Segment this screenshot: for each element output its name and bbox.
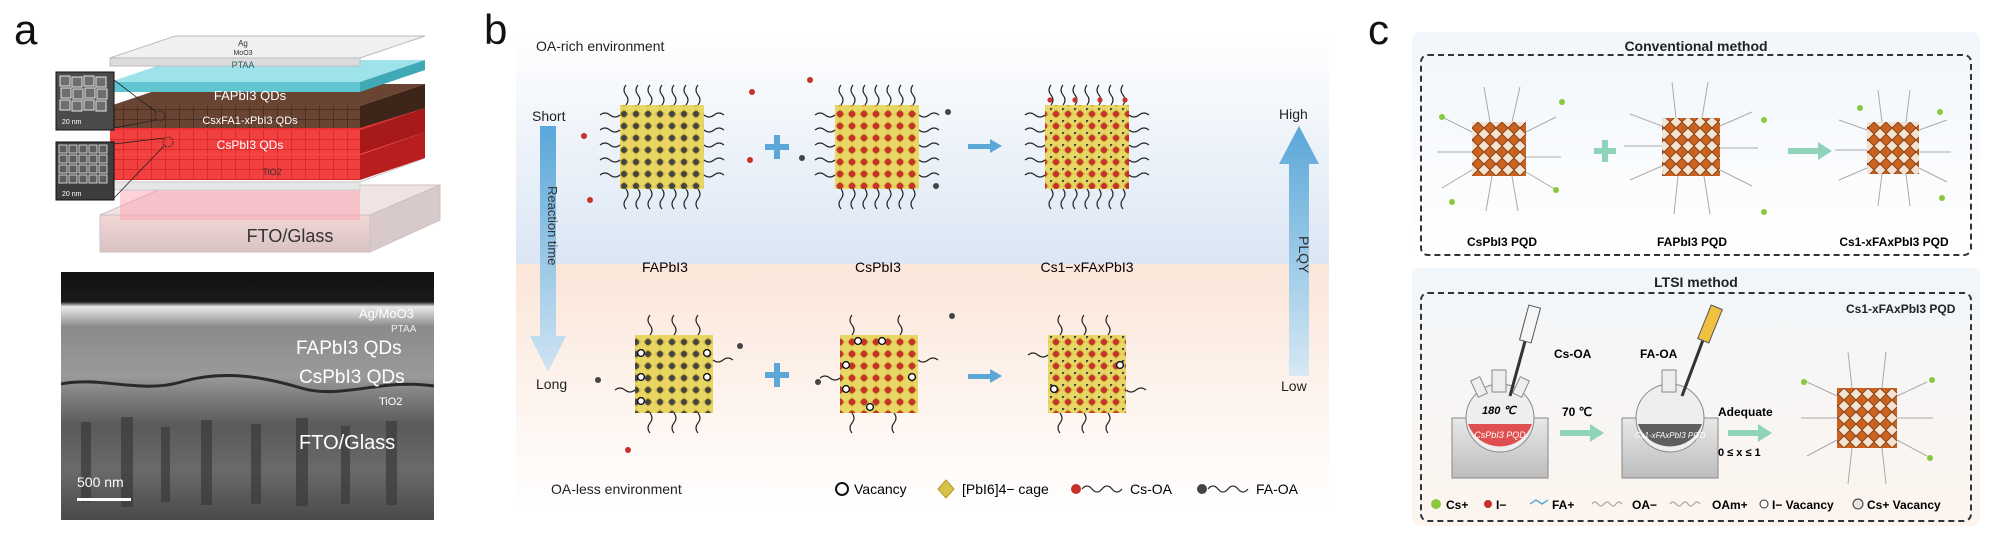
plus-bottom (765, 363, 789, 387)
crystal-cspbi3 (1437, 86, 1565, 212)
flask-2: Cs1-xFAxPbI3 PQD (1621, 304, 1723, 479)
legend-fa-oa: FA-OA (1256, 481, 1299, 497)
sem-label-ag-moo3: Ag/MoO3 (359, 306, 414, 321)
device-stack-diagram: Ag MoO3 PTAA FAPbI3 QDs CsxFA1-xPbI3 QDs… (55, 35, 441, 253)
name-fapbi3: FAPbI3 (642, 259, 688, 275)
conventional-title: Conventional method (1624, 38, 1768, 54)
crystal-fapbi3 (1624, 81, 1767, 215)
name-cspbi3: CsPbI3 (855, 259, 901, 275)
legend-vacancy: Vacancy (854, 481, 907, 497)
qd-fapbi3-bottom (595, 314, 743, 453)
qd-mixed-bottom (1027, 314, 1147, 434)
qd-cspbi3-bottom (815, 313, 955, 434)
legend-cs-vacancy: Cs+ Vacancy (1867, 498, 1941, 512)
qd-fapbi3-top (581, 84, 755, 210)
panel-b-letter: b (484, 6, 508, 53)
label-cspbi3-qds: CsPbI3 QDs (217, 138, 284, 152)
legend-i: I− (1496, 498, 1506, 512)
label-fapbi3-qds: FAPbI3 QDs (214, 88, 287, 103)
flask2-label: Cs1-xFAxPbI3 PQD (1635, 431, 1706, 440)
tem-inset-top: 20 nm (55, 71, 115, 131)
qd-mixed-top (1024, 84, 1150, 210)
label-mixed-qds: CsxFA1-xPbI3 QDs (202, 115, 298, 127)
temp-70: 70 ℃ (1562, 405, 1592, 419)
flask-1: 180 ℃ CsPbI3 PQD (1451, 304, 1549, 479)
crystal-mixed (1835, 89, 1951, 207)
conventional-box: Conventional method (1412, 32, 1980, 260)
label-ptaa: PTAA (232, 60, 255, 70)
legend-oam: OAm+ (1712, 498, 1748, 512)
long-label: Long (536, 376, 568, 392)
panel-c-legend: Cs+ I− FA+ OA− OAm+ I− Vacancy Cs+ Vacan… (1431, 498, 1941, 512)
adequate-label: Adequate (1718, 405, 1773, 419)
reaction-time-label: Reaction time (545, 186, 560, 265)
name-mixed: Cs1−xFAxPbI3 (1041, 259, 1134, 275)
arrow-adequate (1728, 424, 1772, 442)
legend-cs: Cs+ (1446, 498, 1468, 512)
legend-fa: FA+ (1552, 498, 1574, 512)
sem-label-cspbi3: CsPbI3 QDs (299, 367, 405, 388)
oa-less-label: OA-less environment (551, 481, 682, 497)
conv-label-cspbi3: CsPbI3 PQD (1467, 235, 1537, 249)
crystal-ltsi-product (1801, 351, 1935, 485)
label-moo3: MoO3 (233, 50, 252, 57)
ltsi-box: LTSI method Cs1-xFAxPbI3 PQD 180 ℃ CsPbI… (1412, 268, 1980, 526)
svg-text:20 nm: 20 nm (62, 191, 82, 198)
sem-scale-bar (77, 498, 131, 501)
panel-b-legend: Vacancy [PbI6]4− cage Cs-OA FA-OA (835, 479, 1299, 499)
reaction-time-arrow: Reaction time (530, 126, 566, 372)
legend-i-vacancy: I− Vacancy (1772, 498, 1834, 512)
ltsi-title: LTSI method (1654, 274, 1738, 290)
label-fto-glass: FTO/Glass (247, 226, 334, 246)
legend-oa: OA− (1632, 498, 1657, 512)
sem-cross-section-image: Ag/MoO3 PTAA FAPbI3 QDs CsPbI3 QDs TiO2 … (61, 272, 434, 520)
legend-cs-oa: Cs-OA (1130, 481, 1173, 497)
conv-label-mixed: Cs1-xFAxPbI3 PQD (1839, 235, 1949, 249)
arrow-top (968, 139, 1002, 153)
ltsi-product-label: Cs1-xFAxPbI3 PQD (1846, 302, 1956, 316)
sem-label-fapbi3: FAPbI3 QDs (296, 338, 402, 359)
high-label: High (1279, 106, 1308, 122)
flask1-label: CsPbI3 PQD (1474, 430, 1526, 440)
sem-scale-label: 500 nm (77, 474, 124, 490)
short-label: Short (532, 108, 566, 124)
qd-cspbi3-top (799, 77, 951, 210)
plqy-arrow: PLQY (1279, 126, 1319, 376)
low-label: Low (1281, 378, 1307, 394)
temp-180: 180 ℃ (1482, 405, 1517, 417)
panel-c-letter: c (1368, 6, 1389, 53)
legend-cage: [PbI6]4− cage (962, 481, 1049, 497)
range-label: 0 ≤ x ≤ 1 (1718, 447, 1761, 459)
svg-text:20 nm: 20 nm (62, 119, 82, 126)
plqy-label: PLQY (1296, 236, 1312, 274)
fa-oa-label: FA-OA (1640, 347, 1678, 361)
sem-label-ptaa: PTAA (391, 324, 417, 335)
cs-oa-label: Cs-OA (1554, 347, 1592, 361)
arrow-bottom (968, 369, 1002, 383)
plus-c (1594, 140, 1616, 162)
sem-label-fto: FTO/Glass (299, 432, 396, 454)
qd-scheme: FAPbI3 CsPbI3 Cs1−xFAxPbI3 (581, 77, 1150, 453)
plus-top (765, 135, 789, 159)
label-ag: Ag (238, 39, 248, 48)
oa-rich-label: OA-rich environment (536, 38, 665, 54)
arrow-70 (1560, 424, 1604, 442)
conv-label-fapbi3: FAPbI3 PQD (1657, 235, 1727, 249)
label-tio2: TiO2 (262, 167, 281, 177)
arrow-c (1788, 142, 1832, 160)
tem-inset-bottom: 20 nm (55, 141, 115, 201)
panel-a-letter: a (14, 6, 38, 53)
sem-label-tio2: TiO2 (379, 396, 403, 408)
